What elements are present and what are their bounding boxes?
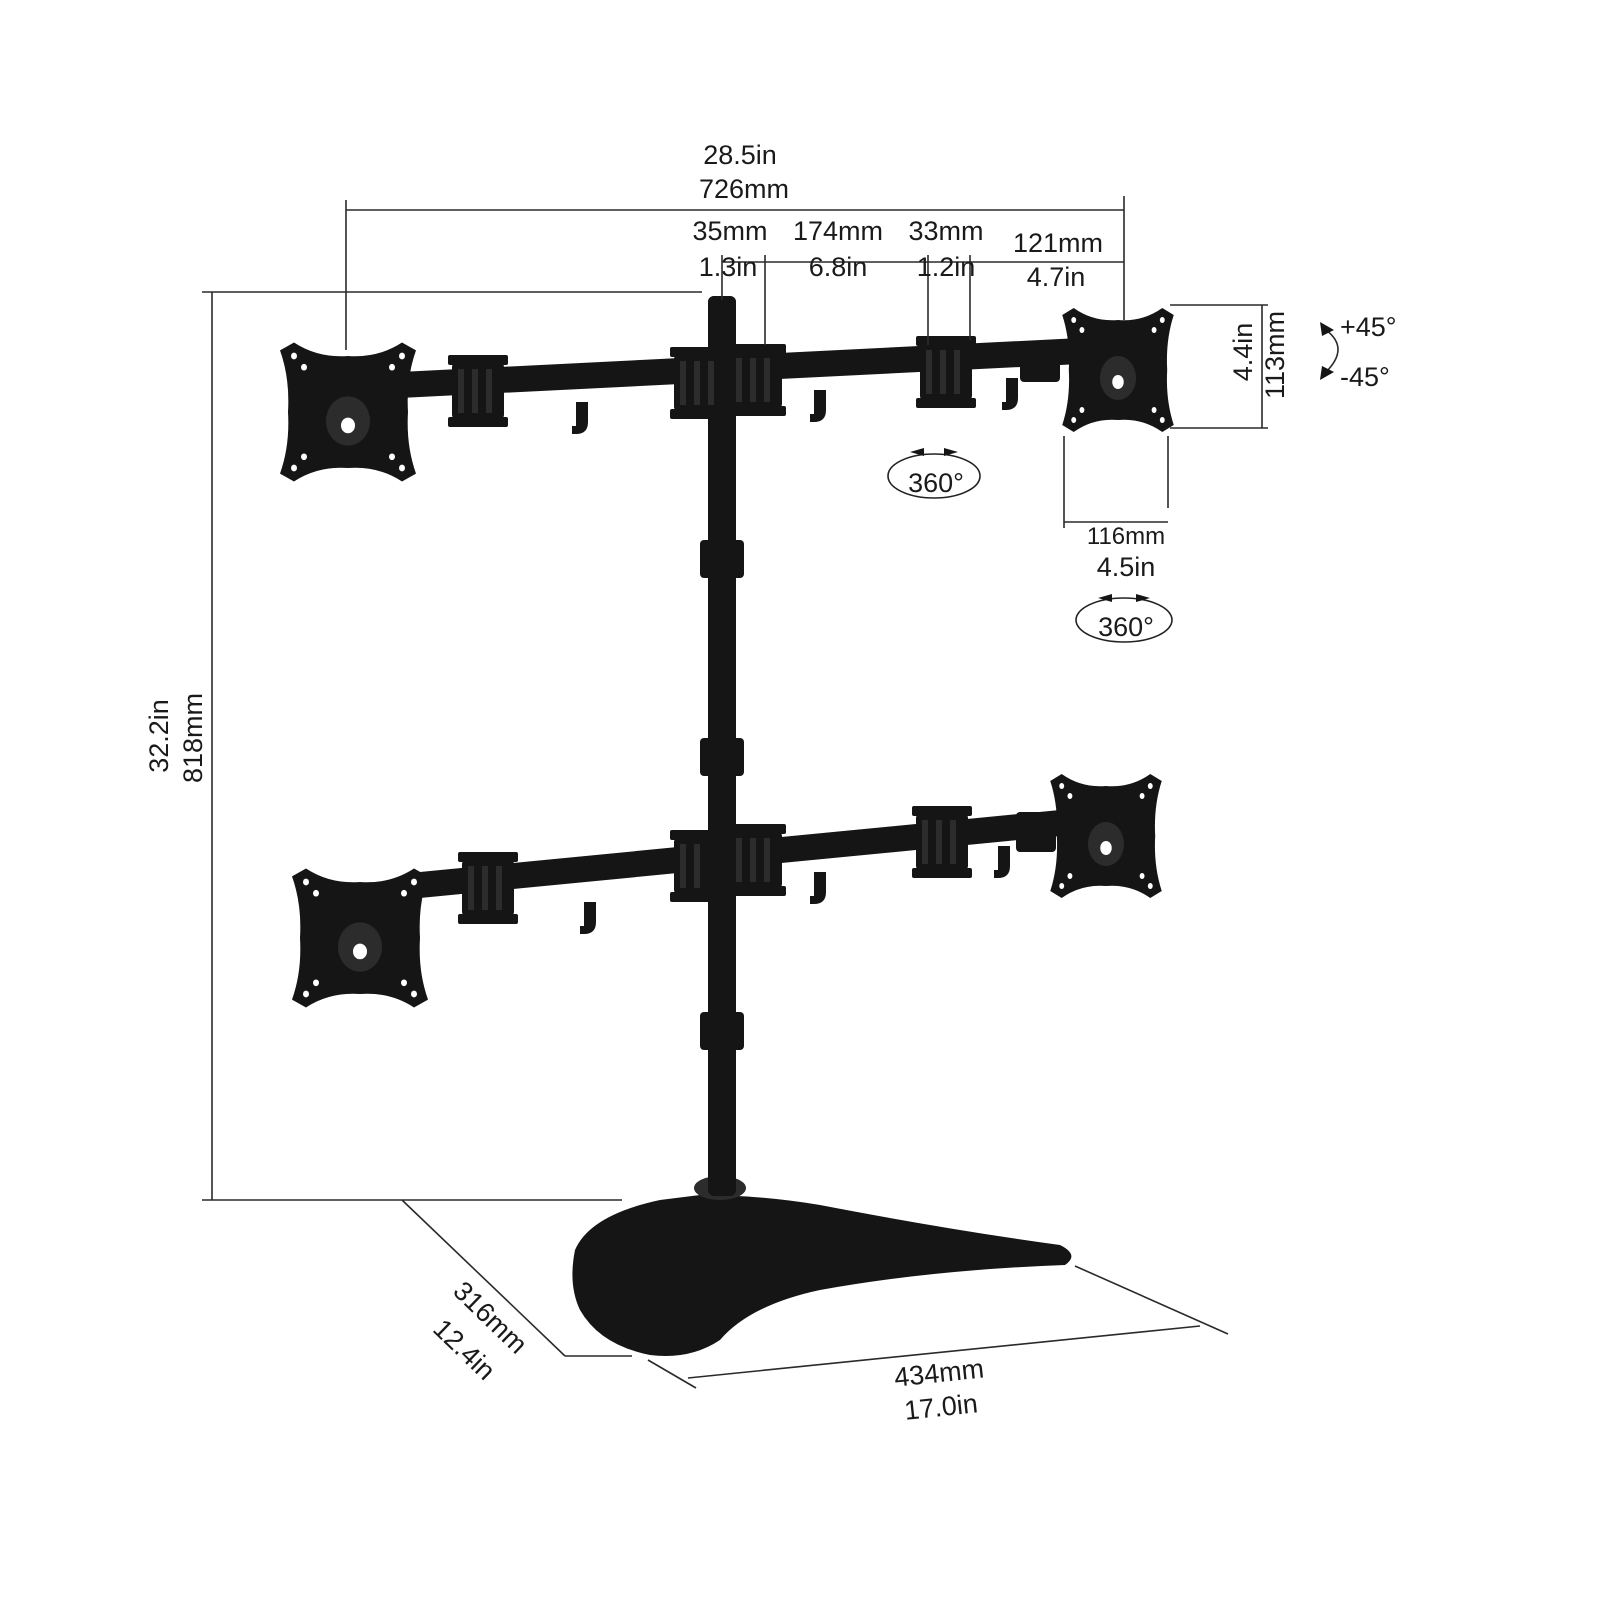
tilt-arrow [1320,322,1339,380]
vesa-plate-bottom-left [292,868,428,1008]
monitor-stand [280,296,1174,1356]
swivel-indicator-side [1075,594,1173,643]
vesa-width-mm: 116mm [1087,523,1165,550]
lower-arm [420,806,1060,934]
seg-a-in: 1.3in [699,252,758,282]
vesa-height-in: 4.4in [1228,323,1258,382]
seg-b-in: 6.8in [809,252,868,282]
base-width-mm: 434mm [893,1353,986,1392]
dimension-lines [202,196,1268,1389]
seg-a-mm: 35mm [692,216,767,246]
vesa-plate-top-right [1062,308,1174,432]
vesa-plate-bottom-right [1050,774,1162,898]
overall-width-in: 28.5in [703,140,777,170]
total-height-mm: 818mm [178,693,208,783]
vesa-height-mm: 113mm [1260,311,1290,399]
swivel-side-label: 360° [1098,612,1154,642]
tilt-up-label: +45° [1340,312,1397,342]
seg-d-mm: 121mm [1013,228,1103,258]
swivel-indicator-top [887,448,981,499]
stand-base [572,1195,1072,1356]
rotation-labels: +45° -45° 360° 360° [908,312,1397,642]
base-width-in: 17.0in [903,1388,979,1426]
overall-width-mm: 726mm [699,174,789,204]
seg-c-mm: 33mm [908,216,983,246]
seg-b-mm: 174mm [793,216,883,246]
vesa-plate-top-left [280,342,416,482]
swivel-top-label: 360° [908,468,964,498]
total-height-in: 32.2in [144,699,174,773]
vesa-width-in: 4.5in [1097,552,1156,582]
upper-arm [400,336,1080,434]
tilt-down-label: -45° [1340,362,1390,392]
seg-c-in: 1.2in [917,252,976,282]
seg-d-in: 4.7in [1027,262,1086,292]
